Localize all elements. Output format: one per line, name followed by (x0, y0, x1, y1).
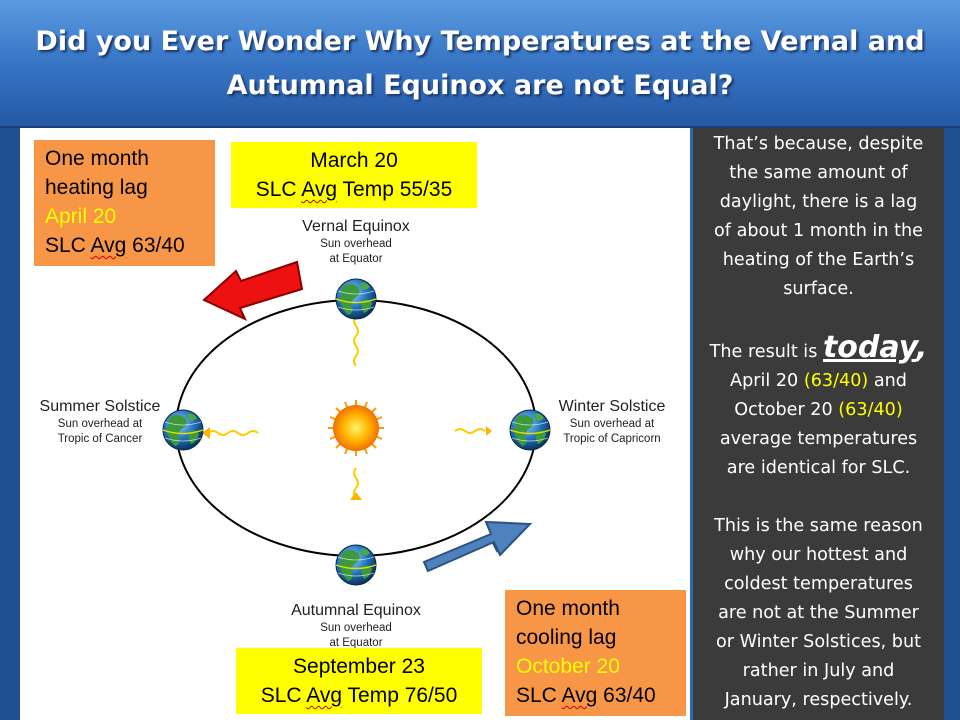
september-date: September 23 (293, 655, 425, 678)
heating-line-2: heating lag (45, 176, 148, 199)
heating-lag-arrow (202, 260, 304, 322)
heating-line-1: One month (45, 147, 149, 170)
cooling-temp-avg: Avg (561, 684, 598, 707)
winter-label: Winter Solstice (559, 398, 666, 415)
p2-prefix: The result is (709, 342, 823, 362)
p2-l2-c: and (868, 371, 907, 391)
p1-line-4: of about 1 month in the (714, 221, 923, 241)
p2-l4: average temperatures (719, 429, 918, 449)
cooling-lag-box: One month cooling lag October 20 SLC Avg… (505, 590, 686, 716)
p1-line-1: That’s because, despite (713, 134, 924, 154)
p1-line-3: daylight, there is a lag (719, 192, 918, 212)
p2-l2-b: (63/40) (803, 371, 869, 391)
heating-date: April 20 (45, 205, 117, 228)
vernal-sub2: at Equator (329, 253, 382, 265)
cooling-line-2: cooling lag (516, 626, 617, 649)
earth-globe-icon-autumnal (336, 545, 376, 585)
autumnal-sub1: Sun overhead (320, 622, 392, 634)
sun-icon (328, 400, 384, 456)
p3-line-3: coldest temperatures (724, 574, 913, 594)
p1-line-5: heating of the Earth’s (722, 250, 915, 270)
p2-l5: are identical for SLC. (726, 458, 911, 478)
cooling-temp: SLC Avg 63/40 (516, 681, 686, 710)
title-line-2: Autumnal Equinox are not Equal? (226, 70, 734, 101)
orbit-diagram: Vernal Equinox Sun overhead at Equator S… (40, 218, 666, 649)
vernal-sub1: Sun overhead (320, 238, 392, 250)
september-temp-prefix: SLC (260, 684, 307, 707)
heating-temp: SLC Avg 63/40 (45, 231, 215, 260)
september-temp-value: Temp 76/50 (342, 684, 458, 707)
heating-temp-prefix: SLC (45, 234, 91, 257)
march-temp-box: March 20 SLC Avg Temp 55/35 (231, 142, 477, 208)
cooling-line-1: One month (516, 597, 620, 620)
earth-globe-icon-summer (163, 410, 203, 450)
heating-lag-box: One month heating lag April 20 SLC Avg 6… (34, 140, 215, 266)
cooling-lag-arrow-body (422, 520, 533, 573)
vernal-label: Vernal Equinox (302, 218, 410, 235)
march-temp: SLC Avg Temp 55/35 (231, 175, 477, 204)
p3-line-6: rather in July and (742, 661, 895, 681)
explanation-panel: That’s because, despite the same amount … (693, 128, 944, 720)
explanation-p1: That’s because, despite the same amount … (693, 130, 944, 304)
march-temp-prefix: SLC (255, 178, 302, 201)
p3-line-2: why our hottest and (729, 545, 908, 565)
march-temp-avg: Avg (301, 178, 338, 201)
cooling-temp-prefix: SLC (516, 684, 562, 707)
p3-line-1: This is the same reason (714, 516, 923, 536)
cooling-temp-value: 63/40 (597, 684, 656, 707)
heating-temp-avg: Avg (90, 234, 127, 257)
march-date: March 20 (310, 149, 398, 172)
march-temp-value: Temp 55/35 (337, 178, 453, 201)
p1-line-2: the same amount of (729, 163, 908, 183)
winter-sub1: Sun overhead at (570, 418, 655, 430)
earth-globe-icon-vernal (336, 279, 376, 319)
autumnal-sub2: at Equator (329, 637, 382, 649)
slide-title: Did you Ever Wonder Why Temperatures at … (0, 0, 960, 128)
heating-temp-value: 63/40 (126, 234, 185, 257)
p2-comma: , (915, 330, 928, 365)
p3-line-5: or Winter Solstices, but (715, 632, 922, 652)
p2-today: today (822, 330, 916, 365)
september-temp: SLC Avg Temp 76/50 (236, 681, 482, 710)
cooling-date: October 20 (516, 655, 620, 678)
winter-sub2: Tropic of Capricorn (563, 433, 660, 445)
p2-l2-a: April 20 (730, 371, 804, 391)
summer-label: Summer Solstice (40, 398, 161, 415)
wavy-sun-ray-icon (207, 305, 486, 499)
summer-sub1: Sun overhead at (58, 418, 143, 430)
diagram-area: Vernal Equinox Sun overhead at Equator S… (20, 128, 690, 720)
summer-sub2: Tropic of Cancer (58, 433, 143, 445)
earth-globe-icon-winter (510, 410, 550, 450)
p1-line-6: surface. (783, 279, 854, 299)
p3-line-4: are not at the Summer (718, 603, 919, 623)
explanation-p3: This is the same reason why our hottest … (693, 512, 944, 715)
p2-l3-b: (63/40) (838, 400, 903, 420)
title-line-1: Did you Ever Wonder Why Temperatures at … (35, 26, 925, 57)
autumnal-label: Autumnal Equinox (291, 602, 421, 619)
p2-l3-a: October 20 (734, 400, 839, 420)
explanation-p2: The result is today, April 20 (63/40) an… (693, 333, 944, 483)
p3-line-7: January, respectively. (724, 690, 913, 710)
september-temp-box: September 23 SLC Avg Temp 76/50 (236, 648, 482, 714)
september-temp-avg: Avg (306, 684, 343, 707)
